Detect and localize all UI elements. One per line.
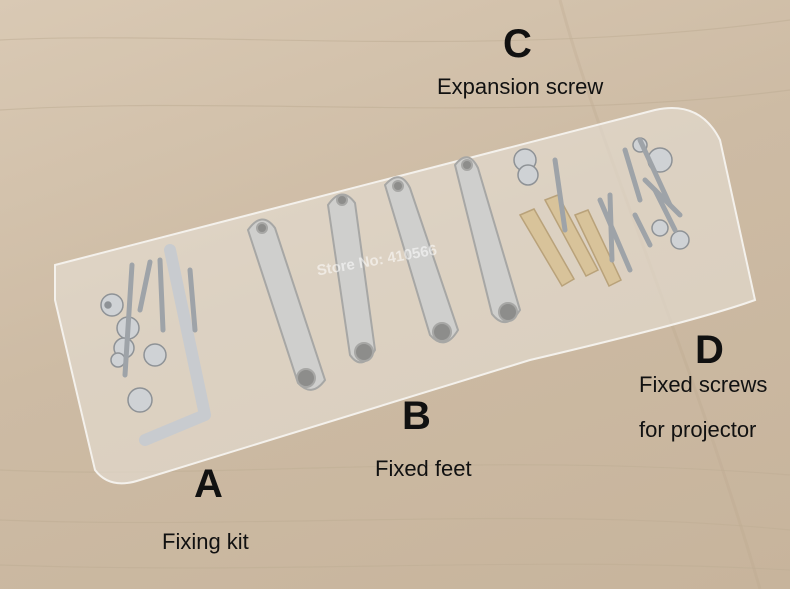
label-a-letter: A <box>194 462 223 506</box>
fixing-kit-parts <box>100 244 211 446</box>
label-d-caption-line1: Fixed screws <box>639 372 768 397</box>
label-c-letter: C <box>503 22 532 66</box>
label-d-caption-line2: for projector <box>639 417 757 442</box>
label-c-caption: Expansion screw <box>437 74 604 99</box>
plastic-bag <box>54 107 757 485</box>
label-b-letter: B <box>402 394 431 438</box>
label-d-letter: D <box>695 328 724 372</box>
label-b-caption: Fixed feet <box>375 456 472 481</box>
projector-screws <box>622 137 690 250</box>
label-a-caption: Fixing kit <box>162 529 249 554</box>
expansion-screws <box>513 148 633 288</box>
fixed-feet-brackets <box>246 156 522 391</box>
hex-key <box>139 244 211 446</box>
